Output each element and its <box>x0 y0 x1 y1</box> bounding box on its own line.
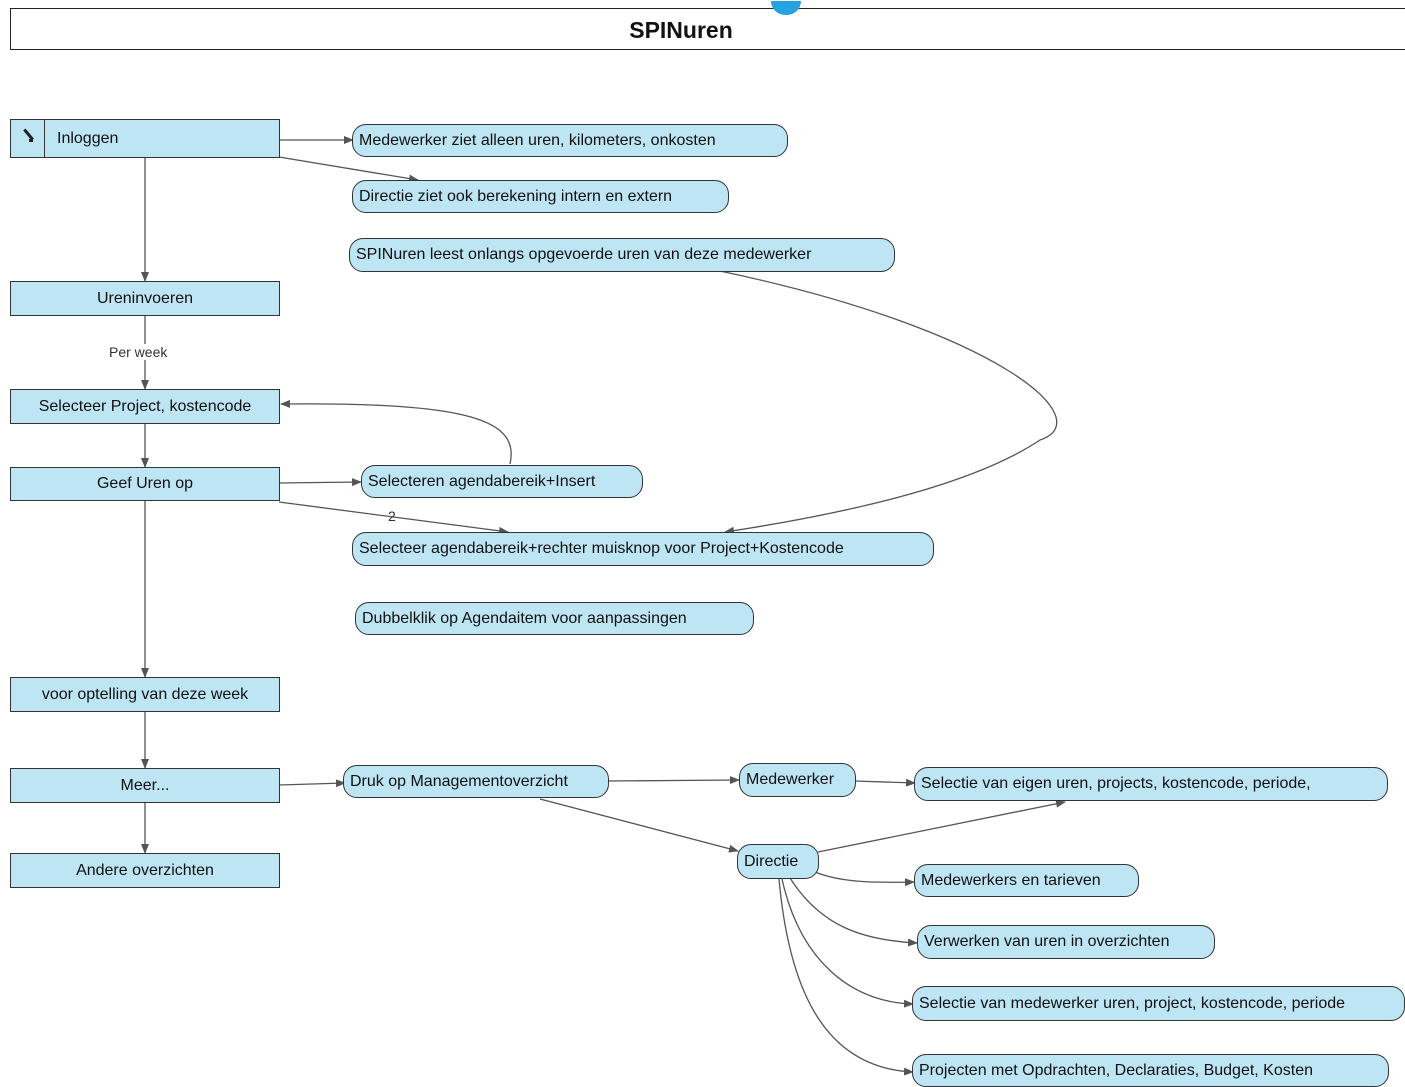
node-druk-management-label: Druk op Managementoverzicht <box>350 772 568 790</box>
logo-fragment-icon <box>771 1 801 15</box>
edge-geefuren-rechter <box>278 501 509 535</box>
node-directie[interactable]: Directie <box>737 844 819 879</box>
node-optelling-label: voor optelling van deze week <box>41 685 249 703</box>
node-spinuren-leest[interactable]: SPINuren leest onlangs opgevoerde uren v… <box>349 238 895 272</box>
node-verwerken-label: Verwerken van uren in overzichten <box>924 933 1170 950</box>
node-projecten-label: Projecten met Opdrachten, Declaraties, B… <box>919 1061 1313 1079</box>
node-selecteer-agenda-rechter-label: Selecteer agendabereik+rechter muisknop … <box>359 540 844 557</box>
node-andere-overzichten[interactable]: Andere overzichten <box>10 853 280 888</box>
diagram-title-bar: SPINuren <box>10 1 1405 50</box>
node-directie-ziet-label: Directie ziet ook berekening intern en e… <box>359 187 673 205</box>
node-inloggen[interactable]: Inloggen <box>10 119 280 158</box>
node-meer-label: Meer... <box>120 776 170 794</box>
node-meer[interactable]: Meer... <box>10 768 280 803</box>
node-andere-overzichten-label: Andere overzichten <box>76 861 214 879</box>
pencil-icon <box>11 120 45 157</box>
node-spinuren-leest-label: SPINuren leest onlangs opgevoerde uren v… <box>356 246 812 263</box>
edge-druk-directie <box>539 798 739 853</box>
edge-medewerker-selectie <box>854 778 916 787</box>
node-medewerker[interactable]: Medewerker <box>739 763 856 797</box>
node-medewerker-label: Medewerker <box>746 771 835 788</box>
node-projecten[interactable]: Projecten met Opdrachten, Declaraties, B… <box>912 1054 1389 1087</box>
diagram-title: SPINuren <box>629 17 733 43</box>
node-dubbelklik-label: Dubbelklik op Agendaitem voor aanpassing… <box>362 609 687 627</box>
edge-inloggen-directieziet <box>278 156 419 183</box>
node-selecteer-project-label: Selecteer Project, kostencode <box>38 397 252 415</box>
edge-directie-selectieeigen <box>817 799 1066 853</box>
node-directie-label: Directie <box>744 852 799 870</box>
node-selectie-eigen-label: Selectie van eigen uren, projects, koste… <box>921 775 1311 792</box>
node-medewerkers-tarieven-label: Medewerkers en tarieven <box>921 871 1101 889</box>
edge-directie-verwerken <box>789 877 918 947</box>
node-medewerker-ziet-label: Medewerker ziet alleen uren, kilometers,… <box>359 131 716 149</box>
node-selecteer-agenda-rechter[interactable]: Selecteer agendabereik+rechter muisknop … <box>352 532 934 566</box>
edge-geefuren-agenda <box>278 478 362 487</box>
node-optelling[interactable]: voor optelling van deze week <box>10 677 280 712</box>
node-inloggen-label: Inloggen <box>57 129 119 147</box>
edge-druk-medewerker <box>607 776 740 785</box>
edge-label-per-week: Per week <box>107 344 170 360</box>
node-medewerker-ziet[interactable]: Medewerker ziet alleen uren, kilometers,… <box>352 124 788 157</box>
node-ureninvoeren[interactable]: Ureninvoeren <box>10 281 280 316</box>
node-ureninvoeren-label: Ureninvoeren <box>96 289 194 307</box>
node-verwerken[interactable]: Verwerken van uren in overzichten <box>917 925 1215 959</box>
node-selectie-medewerker[interactable]: Selectie van medewerker uren, project, k… <box>912 986 1405 1021</box>
node-selecteren-agenda[interactable]: Selecteren agendabereik+Insert <box>361 465 643 498</box>
edge-directie-projecten <box>778 878 914 1076</box>
node-druk-management[interactable]: Druk op Managementoverzicht <box>343 765 609 798</box>
node-dubbelklik[interactable]: Dubbelklik op Agendaitem voor aanpassing… <box>355 602 754 635</box>
edge-spinuren-rechter <box>719 270 1058 535</box>
edge-directie-tarieven <box>814 871 915 887</box>
edge-agenda-selecteer <box>280 399 512 465</box>
edge-directie-selectiemedewerker <box>781 878 914 1008</box>
node-medewerkers-tarieven[interactable]: Medewerkers en tarieven <box>914 864 1139 897</box>
node-geef-uren[interactable]: Geef Uren op <box>10 467 280 501</box>
node-selecteren-agenda-label: Selecteren agendabereik+Insert <box>368 472 596 490</box>
node-selectie-medewerker-label: Selectie van medewerker uren, project, k… <box>919 994 1346 1012</box>
node-selecteer-project[interactable]: Selecteer Project, kostencode <box>10 389 280 424</box>
edge-meer-druk <box>278 779 346 788</box>
node-directie-ziet[interactable]: Directie ziet ook berekening intern en e… <box>352 180 729 213</box>
node-selectie-eigen[interactable]: Selectie van eigen uren, projects, koste… <box>914 767 1388 801</box>
node-geef-uren-label: Geef Uren op <box>96 475 194 492</box>
edge-label-two: 2 <box>388 508 396 524</box>
